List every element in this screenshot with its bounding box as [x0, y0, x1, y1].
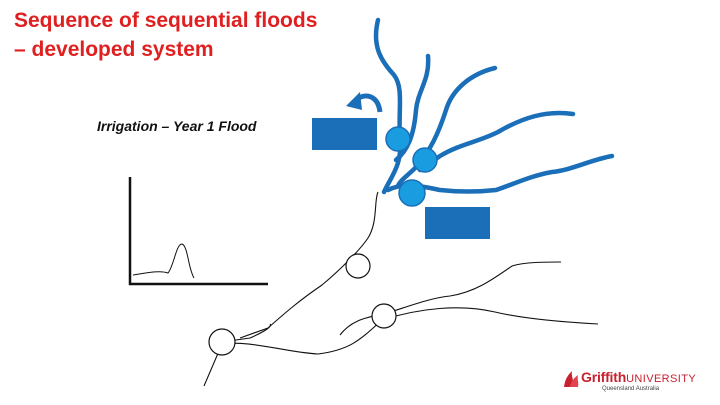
- logo-name-bold: Griffith: [581, 369, 627, 385]
- title-line-1: Sequence of sequential floods: [14, 9, 318, 32]
- slide-title: Sequence of sequential floods – develope…: [14, 6, 394, 64]
- storage-node-2: [412, 147, 438, 173]
- junction-node-middle: [371, 303, 397, 329]
- junction-node-upper: [345, 253, 371, 279]
- griffith-flame-icon: [564, 371, 579, 387]
- hydrograph-flood-curve: [132, 243, 195, 279]
- storage-node-1: [385, 126, 411, 152]
- logo-subtitle: Queensland Australia: [602, 386, 660, 392]
- logo-wordmark: GriffithUNIVERSITY: [581, 369, 696, 385]
- logo-name-rest: UNIVERSITY: [626, 373, 697, 385]
- diversion-arrow-icon: [346, 92, 383, 113]
- junction-node-lower: [208, 328, 236, 356]
- river-channel-lower: [203, 307, 599, 387]
- irrigation-block: [312, 118, 377, 150]
- storage-node-3: [398, 179, 426, 207]
- river-channel-main: [239, 191, 379, 339]
- irrigation-caption: Irrigation – Year 1 Flood: [97, 118, 257, 134]
- downstream-block: [425, 207, 490, 239]
- hydrograph-axes: [128, 177, 268, 286]
- river-channel-branch: [339, 261, 562, 336]
- tributary-east: [395, 65, 498, 189]
- griffith-university-logo: GriffithUNIVERSITY Queensland Australia: [562, 367, 712, 397]
- tributary-north: [373, 17, 403, 195]
- river-channel-link: [221, 323, 272, 343]
- title-line-2: – developed system: [14, 38, 214, 61]
- tributary-north-east: [393, 53, 431, 163]
